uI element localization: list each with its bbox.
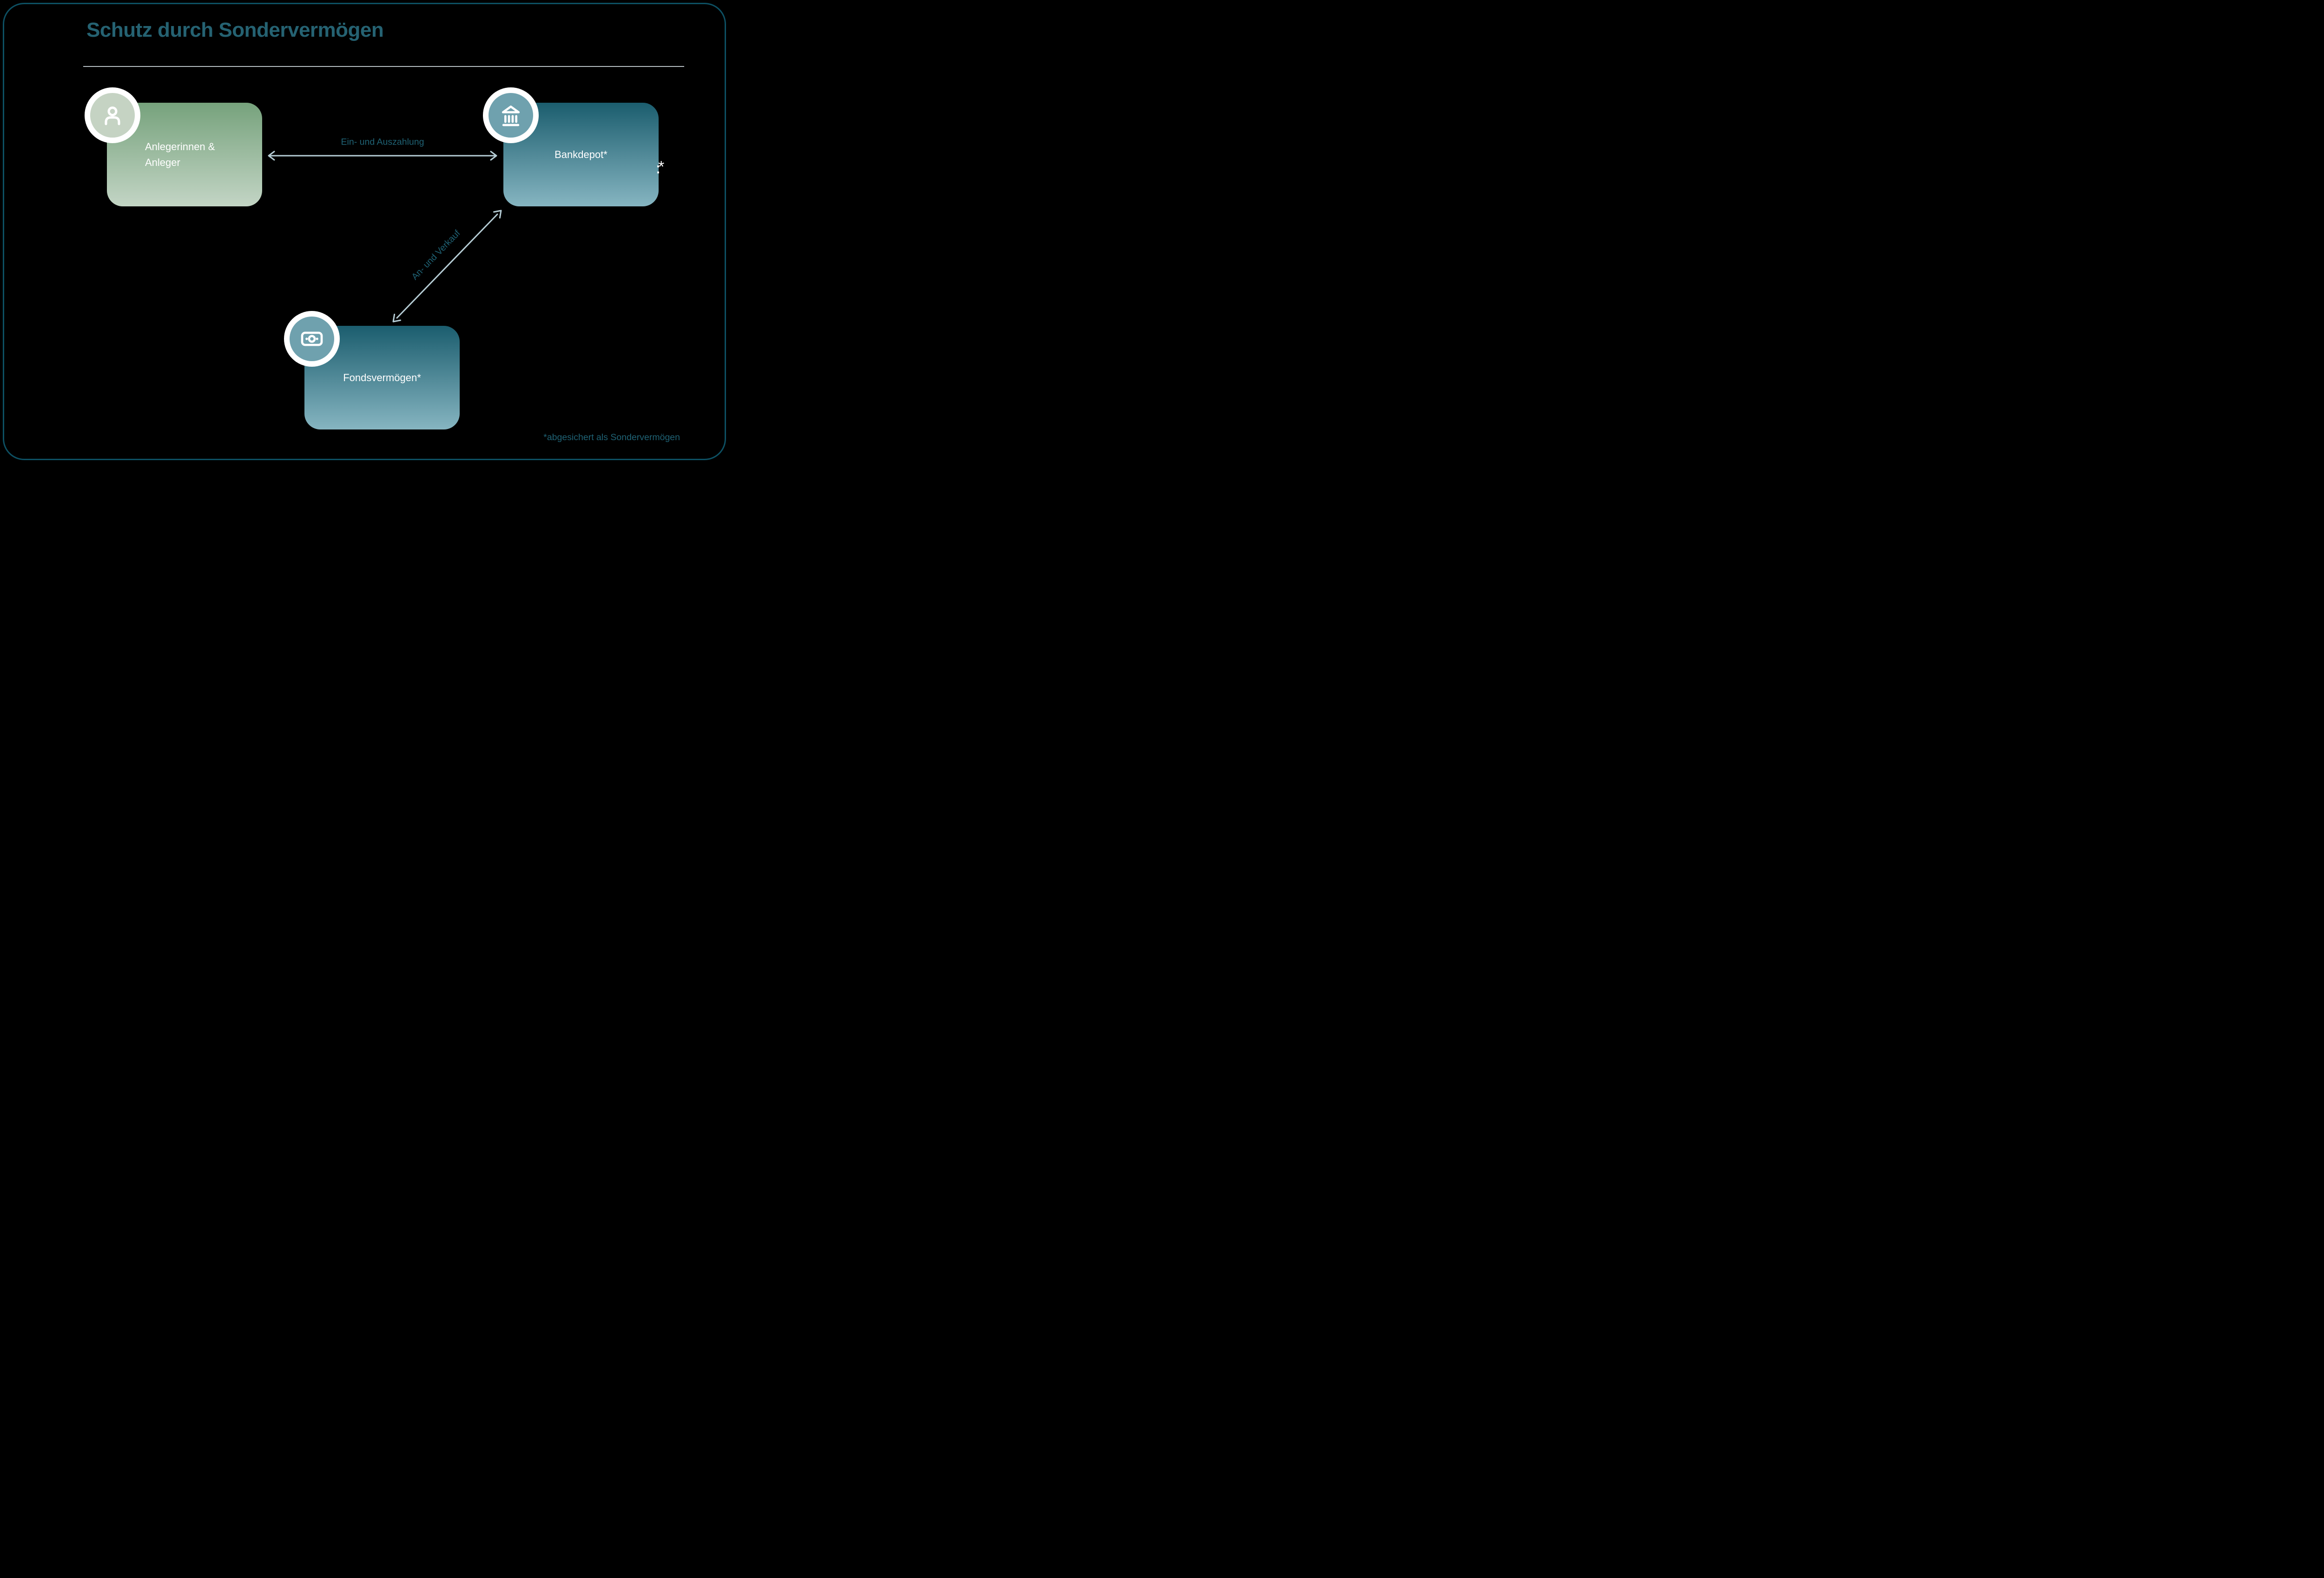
slide: Schutz durch Sondervermögen Anlegerinnen… xyxy=(0,0,729,463)
clipped-label-asterisk: * xyxy=(658,158,665,176)
card-investors-label-line2: Anleger xyxy=(145,156,180,168)
arrow-deposit-withdrawal xyxy=(268,151,497,161)
title-divider xyxy=(83,66,684,67)
page-title: Schutz durch Sondervermögen xyxy=(86,19,384,41)
clipped-text-fragment xyxy=(657,165,659,167)
card-investors-label: Anlegerinnen & Anleger xyxy=(107,139,215,171)
bank-icon xyxy=(489,93,533,138)
fund-badge xyxy=(284,311,340,367)
investors-badge xyxy=(85,87,140,143)
person-icon xyxy=(90,93,135,138)
arrow-buy-sell xyxy=(392,210,502,323)
card-investors-label-line1: Anlegerinnen & xyxy=(145,140,215,152)
bank-badge xyxy=(483,87,539,143)
card-bank-depot-label: Bankdepot* xyxy=(555,148,607,160)
footnote: *abgesichert als Sondervermögen xyxy=(543,432,680,442)
card-fund-assets-label: Fondsvermögen* xyxy=(343,371,421,383)
banknote-icon xyxy=(290,317,334,361)
arrow-deposit-withdrawal-label: Ein- und Auszahlung xyxy=(341,137,424,147)
clipped-text-fragment xyxy=(657,172,659,173)
